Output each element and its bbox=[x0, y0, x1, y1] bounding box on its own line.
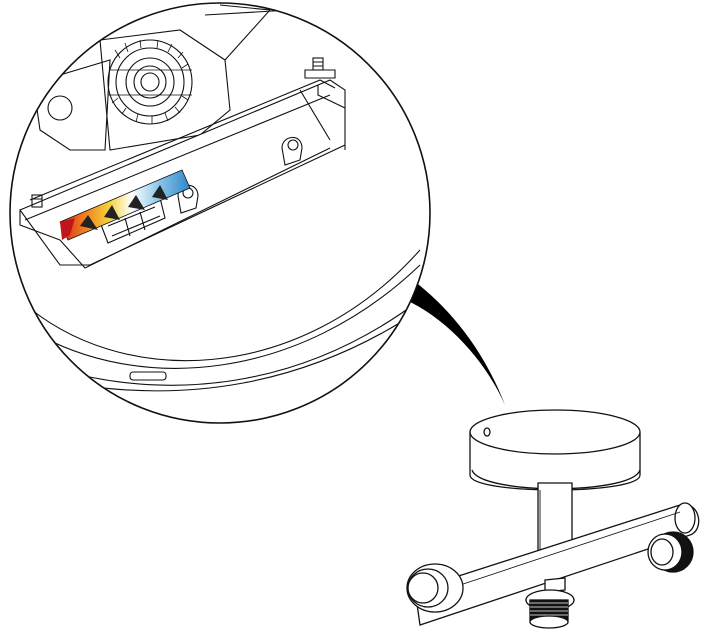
mounting-hole bbox=[47, 95, 73, 121]
cable-gland bbox=[107, 39, 193, 125]
detail-magnifier bbox=[9, 2, 431, 424]
canopy-rim-curve bbox=[19, 249, 421, 362]
crossbar-arm bbox=[414, 502, 700, 626]
cct-color-strip bbox=[59, 169, 191, 241]
callout-pointer bbox=[397, 278, 505, 405]
lamp-socket-left bbox=[406, 563, 464, 613]
canopy-slot bbox=[129, 371, 167, 381]
lamp-socket-middle bbox=[525, 577, 575, 629]
lamp-socket-right bbox=[647, 531, 694, 573]
ceiling-canopy bbox=[469, 409, 641, 491]
light-fixture bbox=[406, 409, 700, 629]
